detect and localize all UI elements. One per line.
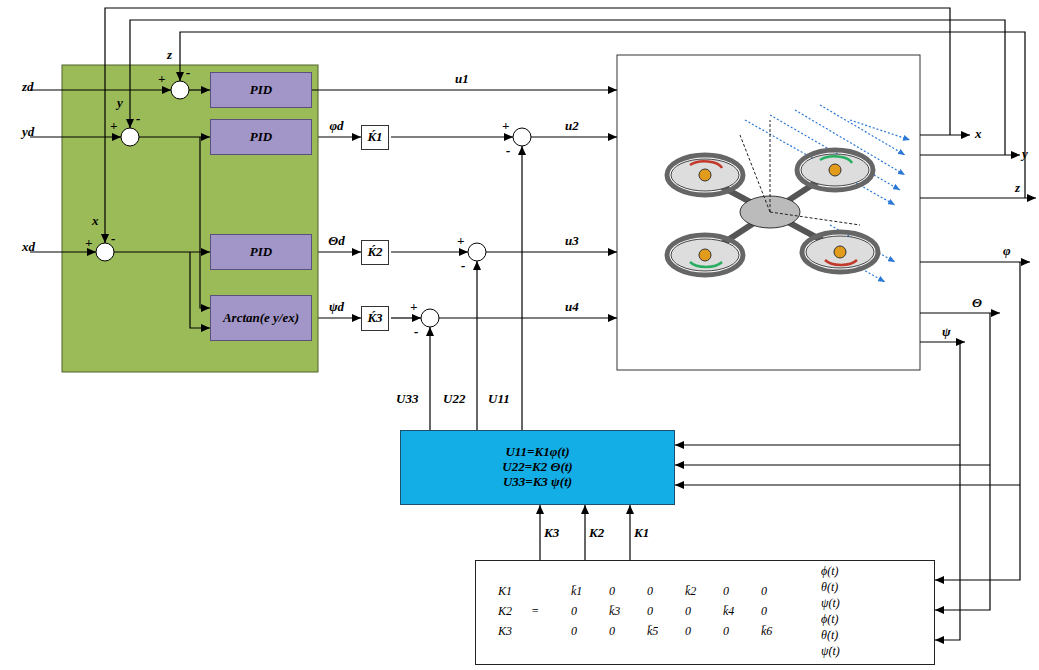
matrix-entry: ϕ(t) (821, 565, 839, 579)
signal-label: u3 (565, 234, 579, 249)
signal-arrow (312, 251, 361, 252)
gain-block: Ḱ1 (361, 125, 389, 150)
block-text: U11=K1φ(t) (505, 445, 569, 460)
signal-label: z (167, 48, 172, 63)
block-text: Ḱ1 (367, 130, 382, 145)
matrix-entry: = (531, 605, 539, 619)
block-text: Ḱ3 (367, 311, 382, 326)
signal-label: x (975, 127, 982, 142)
signal-label: Θd (328, 234, 344, 249)
matrix-entry: K3 (498, 625, 512, 639)
matrix-entry: 0 (647, 605, 653, 619)
matrix-entry: k̄4 (723, 605, 734, 619)
signal-label: U11 (488, 392, 510, 407)
matrix-entry: ϕ̇(t) (821, 613, 839, 627)
arctan-block: Arctan(e y/ex) (210, 295, 312, 341)
pid-block: PID (210, 72, 312, 108)
signal-label: ψ (942, 325, 951, 340)
matrix-entry: 0 (685, 605, 691, 619)
matrix-entry: K2 (498, 605, 512, 619)
signal-label: K1 (634, 525, 649, 540)
matrix-entry: ψ(t) (821, 597, 840, 611)
signal-arrow (312, 136, 361, 137)
matrix-entry: θ(t) (821, 581, 838, 595)
matrix-entry: k̄5 (647, 625, 658, 639)
signal-label: K2 (589, 525, 604, 540)
matrix-entry: ψ̇(t) (821, 645, 840, 659)
signal-label: + (158, 72, 165, 87)
gain-block: Ḱ2 (361, 240, 389, 265)
signal-label: u2 (565, 119, 579, 134)
gain-matrix-box: K1K2K3 = k̄1 0 0 k̄2 0 0 0 k̄3 0 0 k̄4 0 0 0 k̄5 0 0 k̄6 ϕ(t… (475, 560, 935, 665)
signal-label: - (506, 144, 510, 159)
matrix-entry: 0 (609, 585, 615, 599)
signal-label: φd (329, 119, 343, 134)
signal-label: Θ (972, 296, 982, 311)
matrix-entry: 0 (761, 605, 767, 619)
matrix-entry: 0 (571, 605, 577, 619)
matrix-entry: 0 (647, 585, 653, 599)
signal-label: z (1015, 181, 1020, 196)
signal-label: U33 (396, 392, 418, 407)
signal-label: ψd (329, 300, 344, 315)
gain-block: Ḱ3 (361, 306, 389, 331)
signal-label: - (111, 232, 115, 247)
signal-label: + (85, 236, 92, 251)
matrix-entry: k̄6 (761, 625, 772, 639)
matrix-entry: 0 (609, 625, 615, 639)
block-text: Arctan(e y/ex) (223, 311, 299, 326)
feedback-law-box: U11=K1φ(t)U22=K2 Θ(t)U33=K3 ψ(t) (400, 430, 675, 505)
controller-panel (62, 65, 318, 372)
signal-label: u4 (565, 300, 579, 315)
matrix-entry: 0 (685, 625, 691, 639)
signal-label: - (186, 66, 190, 81)
matrix-entry: 0 (571, 625, 577, 639)
signal-wires (30, 8, 1036, 640)
signal-label: - (461, 259, 465, 274)
matrix-entry: k̄3 (609, 605, 620, 619)
block-text: U33=K3 ψ(t) (503, 475, 572, 490)
block-text: PID (250, 245, 272, 260)
block-text: PID (250, 130, 272, 145)
signal-label: K3 (544, 525, 559, 540)
signal-arrow (584, 505, 585, 560)
signal-label: xd (22, 240, 35, 255)
sum-junctions (96, 81, 531, 327)
signal-arrow (629, 505, 630, 560)
signal-label: x (92, 214, 99, 229)
signal-label: - (136, 112, 140, 127)
block-text: PID (250, 83, 272, 98)
block-text: U22=K2 Θ(t) (502, 460, 572, 475)
signal-arrow (539, 505, 540, 560)
matrix-entry: k̄2 (685, 585, 696, 599)
signal-label: zd (22, 80, 34, 95)
signal-label: φ (1003, 244, 1011, 259)
signal-label: + (457, 234, 464, 249)
matrix-entry: 0 (723, 585, 729, 599)
matrix-entry: θ̇(t) (821, 629, 838, 643)
signal-label: y (1022, 147, 1028, 162)
signal-arrow (312, 317, 361, 318)
matrix-entry: K1 (498, 585, 512, 599)
pid-block: PID (210, 234, 312, 270)
pid-block: PID (210, 119, 312, 155)
plant-box (617, 55, 920, 370)
matrix-entry: 0 (761, 585, 767, 599)
matrix-entry: 0 (723, 625, 729, 639)
signal-label: - (414, 325, 418, 340)
signal-label: + (410, 300, 417, 315)
signal-label: u1 (455, 72, 469, 87)
signal-label: + (502, 119, 509, 134)
matrix-entry: k̄1 (571, 585, 582, 599)
quadrotor-illustration (667, 105, 910, 282)
block-text: Ḱ2 (367, 245, 382, 260)
signal-label: y (117, 96, 123, 111)
signal-label: U22 (443, 392, 465, 407)
signal-label: + (110, 119, 117, 134)
signal-label: yd (22, 125, 34, 140)
